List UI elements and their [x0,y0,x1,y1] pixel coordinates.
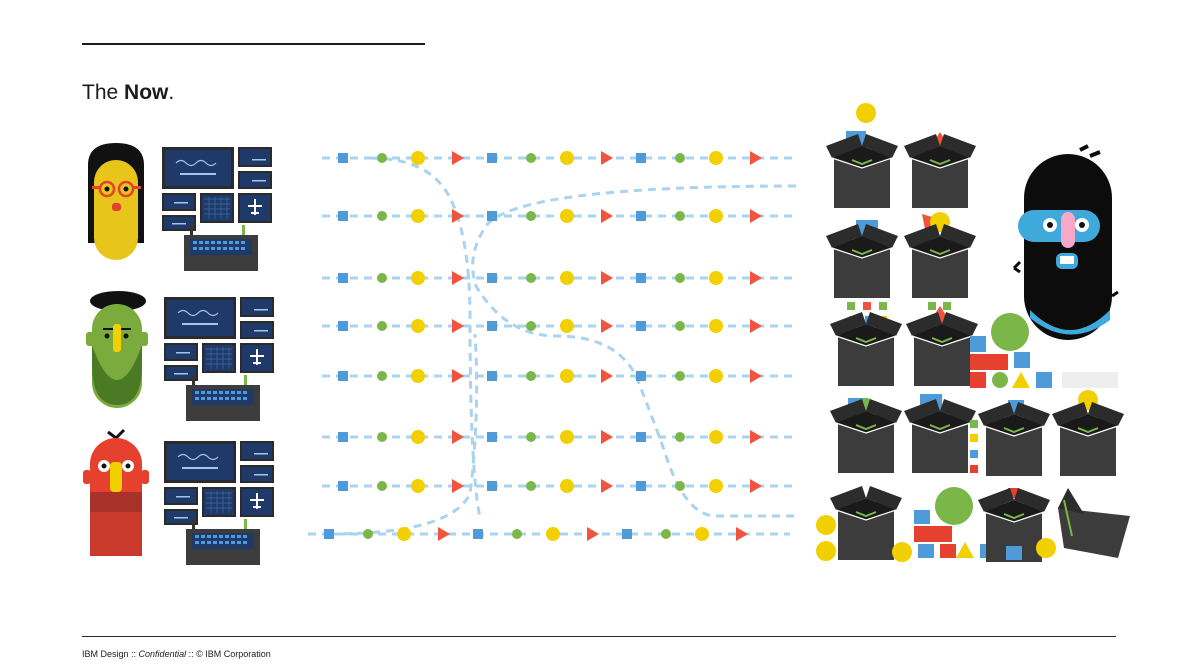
pipeline-tokens [324,151,762,541]
delivered-boxes [816,103,1130,563]
footer-copyright: © IBM Corporation [196,649,271,659]
workstation-3 [163,440,275,566]
character-woman-with-glasses [88,143,144,260]
footer-classification: Confidential [138,649,187,659]
footer: IBM Design :: Confidential :: © IBM Corp… [82,648,271,660]
title-bold: Now [124,81,169,105]
title-suffix: . [168,81,175,105]
workstation-1 [161,146,273,272]
top-rule [82,43,425,45]
page-title: The Now. [82,80,174,106]
footer-rule [82,636,1116,637]
title-prefix: The [82,81,125,105]
footer-separator: :: [128,649,139,659]
character-bearded-man [86,291,148,408]
client-character [1012,144,1119,340]
footer-brand: IBM Design [82,649,129,659]
character-red [83,428,149,556]
workstation-2 [163,296,275,422]
footer-separator: :: [186,649,197,659]
